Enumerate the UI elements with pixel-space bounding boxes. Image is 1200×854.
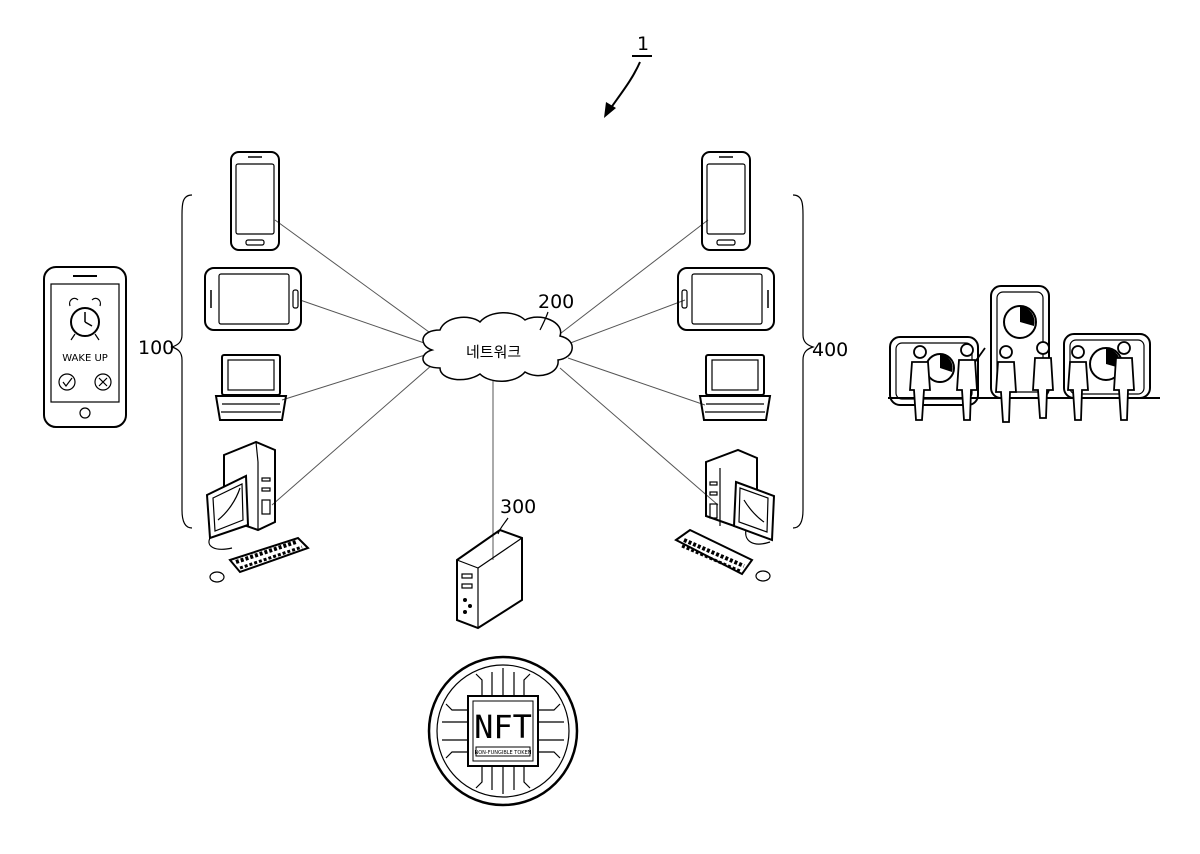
nft-title: NFT xyxy=(474,708,532,746)
alarm-screen-text: WAKE UP xyxy=(62,353,108,364)
nft-token-badge: NFT NON-FUNGIBLE TOKEN xyxy=(429,657,577,805)
tablet-icon xyxy=(678,268,774,330)
dismiss-x-icon xyxy=(95,374,111,390)
desktop-computer-icon xyxy=(676,450,774,581)
network-cloud: 네트워크 200 xyxy=(423,291,574,381)
left-brace xyxy=(172,195,192,528)
left-group-ref-label: 100 xyxy=(138,337,174,359)
confirm-check-icon xyxy=(59,374,75,390)
right-group-ref-label: 400 xyxy=(812,339,848,361)
right-brace xyxy=(793,195,813,528)
link-laptop-right xyxy=(568,358,705,405)
ref-arrow-curve xyxy=(608,62,640,112)
nft-caption: NON-FUNGIBLE TOKEN xyxy=(475,750,532,756)
network-ref-label: 200 xyxy=(538,291,574,313)
alarm-phone: WAKE UP xyxy=(44,267,126,427)
right-device-group: 400 xyxy=(793,195,848,528)
tablet-icon xyxy=(205,268,301,330)
desktop-computer-icon xyxy=(207,442,308,582)
link-laptop-left xyxy=(282,355,425,400)
system-reference: 1 xyxy=(604,33,652,118)
people-viewing-displays-illustration xyxy=(888,286,1160,422)
link-phone-right xyxy=(552,220,708,340)
smartphone-icon xyxy=(702,152,750,250)
server-ref-label: 300 xyxy=(500,496,536,518)
laptop-icon xyxy=(700,355,770,420)
laptop-icon xyxy=(216,355,286,420)
network-label: 네트워크 xyxy=(466,343,521,361)
smartphone-icon xyxy=(231,152,279,250)
link-desktop-right xyxy=(560,368,718,505)
network-links xyxy=(272,220,718,560)
link-phone-left xyxy=(275,220,440,340)
left-device-group: 100 xyxy=(138,195,192,528)
link-tablet-left xyxy=(300,300,430,345)
link-desktop-left xyxy=(272,365,432,505)
server-computer-icon: 300 xyxy=(457,496,536,628)
alarm-clock-icon xyxy=(70,298,101,340)
link-tablet-right xyxy=(565,300,685,345)
system-ref-label: 1 xyxy=(637,33,649,55)
